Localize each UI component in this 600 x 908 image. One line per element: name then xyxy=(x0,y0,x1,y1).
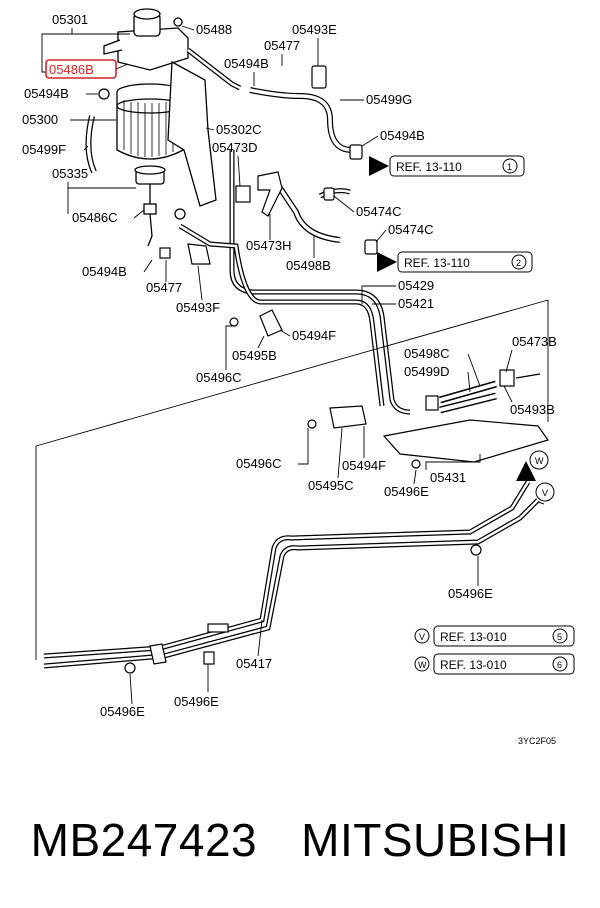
ref-13-110-1[interactable]: REF. 13-110 1 xyxy=(369,155,525,177)
label-05496E-a: 05496E xyxy=(384,484,429,499)
label-05494B-b: 05494B xyxy=(82,264,127,279)
ref-13-010-5[interactable]: V REF. 13-010 5 xyxy=(414,625,575,647)
label-05496E-d: 05496E xyxy=(174,694,219,709)
label-05473D: 05473D xyxy=(212,140,258,155)
connector-w[interactable]: W xyxy=(516,450,549,481)
brand-name: MITSUBISHI xyxy=(301,814,570,866)
connector-w-letter: W xyxy=(535,456,544,466)
ref-1-text: REF. 13-110 xyxy=(396,160,462,174)
ref-1-number: 1 xyxy=(507,162,512,172)
ref-6-text: REF. 13-010 xyxy=(440,658,507,672)
label-05494F-a: 05494F xyxy=(292,328,336,343)
ref-5-letter: V xyxy=(419,632,425,642)
label-05496E-c: 05496E xyxy=(100,704,145,719)
label-05431: 05431 xyxy=(430,470,466,485)
part-number: MB247423 xyxy=(30,814,258,866)
label-05496C-b: 05496C xyxy=(236,456,282,471)
label-05496E-b: 05496E xyxy=(448,586,493,601)
frame-outline xyxy=(35,299,549,660)
label-05494B-d: 05494B xyxy=(380,128,425,143)
label-05300: 05300 xyxy=(22,112,58,127)
ref-13-110-2[interactable]: REF. 13-110 2 xyxy=(377,251,533,273)
label-05494B-a: 05494B xyxy=(24,86,69,101)
label-05477-b: 05477 xyxy=(146,280,182,295)
fuel-filter-assembly xyxy=(85,8,217,247)
label-05499F: 05499F xyxy=(22,142,66,157)
label-05473H: 05473H xyxy=(246,238,292,253)
label-05417: 05417 xyxy=(236,656,272,671)
label-05495B: 05495B xyxy=(232,348,277,363)
connector-v[interactable]: V xyxy=(535,482,555,505)
label-05474C-b: 05474C xyxy=(388,222,434,237)
label-05498C: 05498C xyxy=(404,346,450,361)
ref-5-text: REF. 13-010 xyxy=(440,630,507,644)
label-05494F-b: 05494F xyxy=(342,458,386,473)
label-05486C: 05486C xyxy=(72,210,118,225)
label-05488: 05488 xyxy=(196,22,232,37)
clamps-brackets xyxy=(124,65,549,674)
label-05498B: 05498B xyxy=(286,258,331,273)
label-05493F: 05493F xyxy=(176,300,220,315)
fuel-line-diagram: 05301 05486B 05494B 05300 05499F 05335 0… xyxy=(22,8,575,746)
drawing-code: 3YC2F05 xyxy=(518,736,556,746)
label-05421: 05421 xyxy=(398,296,434,311)
fuel-hoses xyxy=(43,48,540,669)
label-05496C-a: 05496C xyxy=(196,370,242,385)
ref-13-010-6[interactable]: W REF. 13-010 6 xyxy=(414,653,575,675)
connector-v-letter: V xyxy=(542,488,548,498)
label-05486B: 05486B xyxy=(49,62,94,77)
label-05495C: 05495C xyxy=(308,478,354,493)
ref-2-number: 2 xyxy=(516,258,521,268)
label-05499G: 05499G xyxy=(366,92,412,107)
ref-2-text: REF. 13-110 xyxy=(404,256,470,270)
label-05499D: 05499D xyxy=(404,364,450,379)
label-05477-a: 05477 xyxy=(264,38,300,53)
label-05301: 05301 xyxy=(52,12,88,27)
ref-5-number: 5 xyxy=(557,632,562,642)
ref-6-letter: W xyxy=(418,660,427,670)
ref-6-number: 6 xyxy=(557,660,562,670)
label-05335: 05335 xyxy=(52,166,88,181)
label-05474C-a: 05474C xyxy=(356,204,402,219)
part-caption: MB247423 MITSUBISHI xyxy=(0,800,600,880)
label-05493E: 05493E xyxy=(292,22,337,37)
label-05494B-c: 05494B xyxy=(224,56,269,71)
label-05493B: 05493B xyxy=(510,402,555,417)
label-05429: 05429 xyxy=(398,278,434,293)
label-05473B: 05473B xyxy=(512,334,557,349)
label-05302C: 05302C xyxy=(216,122,262,137)
